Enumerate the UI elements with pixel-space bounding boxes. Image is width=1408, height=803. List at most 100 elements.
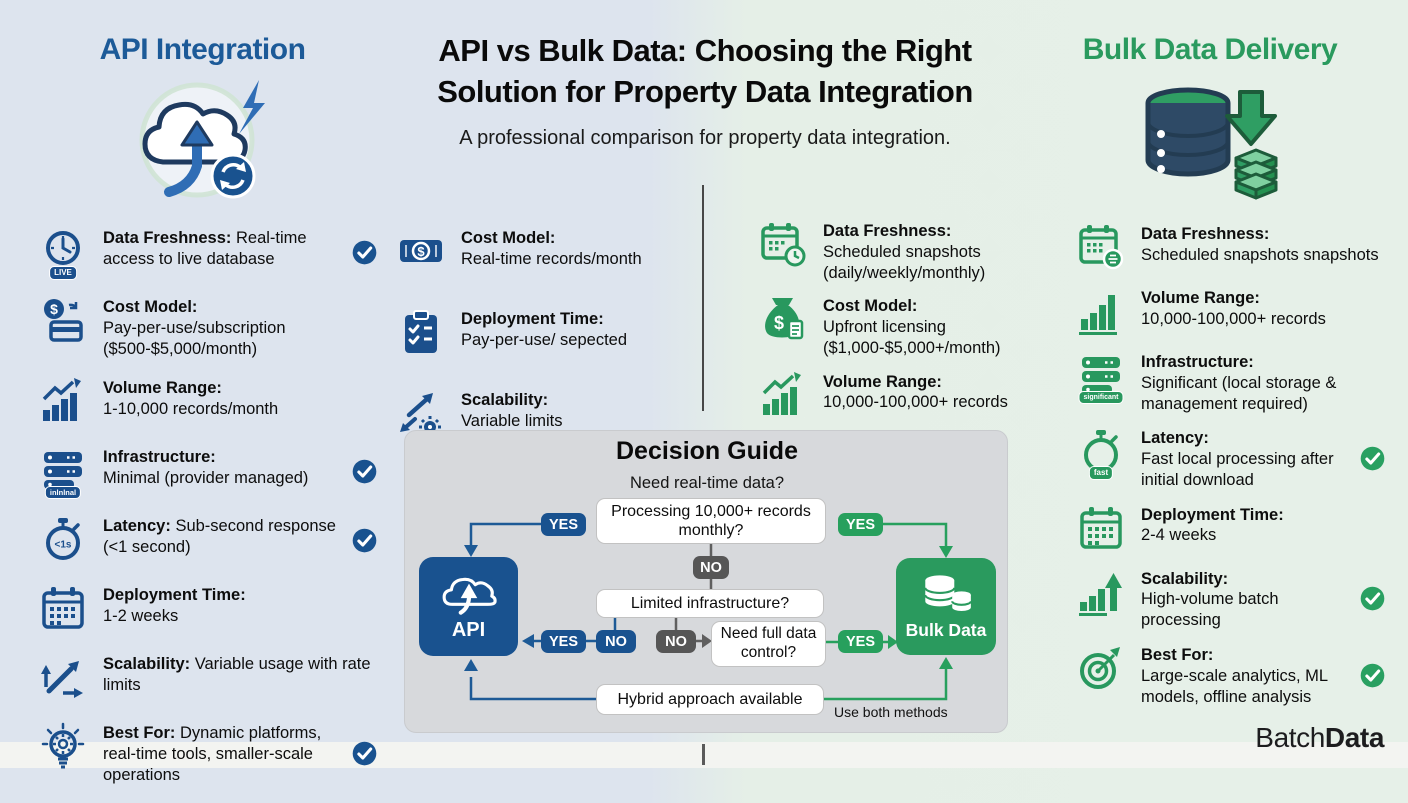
feature-row: Deployment Time: Pay-per-use/ sepected bbox=[394, 307, 694, 359]
feature-row: Cost Model: Upfront licensing ($1,000-$5… bbox=[756, 294, 1056, 358]
bulk-node-label: Bulk Data bbox=[905, 620, 987, 640]
feature-text: Volume Range: 1-10,000 records/month bbox=[103, 379, 279, 419]
sub-second-label: <1s bbox=[54, 539, 72, 550]
bar-chart-icon bbox=[1074, 286, 1128, 338]
minimal-badge: inlnlnal bbox=[44, 485, 82, 500]
feature-text: Infrastructure: Significant (local stora… bbox=[1141, 353, 1337, 413]
feature-text: Data Freshness: Scheduled snapshots (dai… bbox=[823, 222, 986, 282]
yes-label: YES bbox=[838, 513, 883, 536]
chart-up-icon bbox=[36, 376, 90, 428]
feature-text: Deployment Time: Pay-per-use/ sepected bbox=[461, 310, 628, 349]
clipboard-check-icon bbox=[394, 307, 448, 359]
feature-text: Cost Model: Upfront licensing ($1,000-$5… bbox=[823, 297, 1001, 357]
feature-row: Scalability: High-volume batch processin… bbox=[1074, 567, 1386, 631]
brand-logo: BatchData bbox=[1255, 722, 1384, 754]
feature-text: Scalability: Variable usage with rate li… bbox=[103, 655, 371, 695]
feature-row: inlnlnal Infrastructure: Minimal (provid… bbox=[36, 445, 378, 500]
check-icon bbox=[351, 527, 378, 554]
bulk-column-title: Bulk Data Delivery bbox=[1082, 33, 1338, 66]
feature-row: Data Freshness: Scheduled snapshots snap… bbox=[1074, 222, 1386, 274]
decision-guide-panel: Decision Guide Need real-time data? Proc… bbox=[404, 430, 1008, 733]
feature-row: significant Infrastructure: Significant … bbox=[1074, 350, 1386, 414]
feature-text: Data Freshness: Real-time access to live… bbox=[103, 229, 307, 268]
chart-up-icon bbox=[756, 370, 810, 422]
bulk-database-icon bbox=[1136, 78, 1286, 210]
bars-up-arrow-icon bbox=[1074, 567, 1128, 619]
brand-part2: Data bbox=[1324, 722, 1384, 753]
feature-row: Best For: Dynamic platforms, real-time t… bbox=[36, 721, 378, 785]
coin-card-icon bbox=[36, 295, 90, 347]
feature-text: Best For: Dynamic platforms, real-time t… bbox=[103, 724, 322, 784]
use-both-note: Use both methods bbox=[834, 704, 948, 720]
fast-badge: fast bbox=[1088, 466, 1114, 481]
feature-row: Scalability: Variable usage with rate li… bbox=[36, 652, 378, 704]
check-icon bbox=[351, 239, 378, 266]
feature-text: Volume Range: 10,000-100,000+ records bbox=[1141, 289, 1326, 328]
center-divider bbox=[702, 185, 704, 411]
infrastructure-question-box: Limited infrastructure? bbox=[596, 589, 824, 618]
server-icon: inlnlnal bbox=[36, 445, 90, 500]
banknote-icon bbox=[394, 226, 448, 278]
target-icon bbox=[1074, 643, 1128, 695]
bulb-gear-icon bbox=[36, 721, 90, 773]
footer-divider bbox=[702, 744, 705, 765]
yes-label: YES bbox=[838, 630, 883, 653]
stopwatch-icon: <1s bbox=[36, 514, 90, 566]
api-details-list: Cost Model: Real-time records/month Depl… bbox=[394, 226, 694, 469]
check-icon bbox=[351, 458, 378, 485]
calendar-badge-icon bbox=[1074, 222, 1128, 274]
feature-text: Scalability: Variable limits bbox=[461, 391, 563, 430]
stopwatch-icon: fast bbox=[1074, 426, 1128, 481]
no-label: NO bbox=[693, 556, 729, 579]
decision-guide-title: Decision Guide bbox=[616, 437, 798, 465]
check-icon bbox=[1359, 445, 1386, 472]
server-icon: significant bbox=[1074, 350, 1128, 404]
feature-row: Cost Model: Real-time records/month bbox=[394, 226, 694, 278]
api-column-title: API Integration bbox=[99, 33, 306, 66]
feature-text: Best For: Large-scale analytics, ML mode… bbox=[1141, 646, 1328, 706]
feature-row: Volume Range: 1-10,000 records/month bbox=[36, 376, 378, 428]
brand-part1: Batch bbox=[1255, 722, 1325, 753]
feature-text: Deployment Time: 2-4 weeks bbox=[1141, 505, 1284, 545]
no-label: NO bbox=[656, 630, 696, 653]
growth-arrows-icon bbox=[36, 652, 90, 704]
api-feature-list: LIVE Data Freshness: Real-time access to… bbox=[36, 226, 378, 803]
feature-row: Volume Range: 10,000-100,000+ records bbox=[1074, 286, 1386, 338]
processing-question-box: Processing 10,000+ records monthly? bbox=[596, 498, 826, 544]
significant-badge: significant bbox=[1078, 391, 1124, 404]
bulk-details-list: Data Freshness: Scheduled snapshots (dai… bbox=[756, 219, 1056, 433]
yes-label: YES bbox=[541, 513, 586, 536]
check-icon bbox=[351, 740, 378, 767]
control-question-box: Need full data control? bbox=[711, 621, 826, 667]
feature-row: Scalability: Variable limits bbox=[394, 388, 694, 440]
feature-text: Data Freshness: Scheduled snapshots snap… bbox=[1141, 225, 1379, 264]
page-title-line2: Solution for Property Data Integration bbox=[437, 74, 973, 110]
page-subtitle: A professional comparison for property d… bbox=[459, 127, 951, 149]
api-node-cloud-icon bbox=[440, 571, 498, 617]
feature-text: Infrastructure: Minimal (provider manage… bbox=[103, 448, 309, 488]
feature-row: Best For: Large-scale analytics, ML mode… bbox=[1074, 643, 1386, 707]
feature-row: Volume Range: 10,000-100,000+ records bbox=[756, 370, 1056, 422]
decision-guide-question: Need real-time data? bbox=[629, 474, 785, 492]
feature-text: Scalability: High-volume batch processin… bbox=[1141, 569, 1279, 630]
feature-text: Volume Range: 10,000-100,000+ records bbox=[823, 372, 1008, 412]
check-icon bbox=[1359, 662, 1386, 689]
no-label: NO bbox=[596, 630, 636, 653]
calendar-icon bbox=[36, 583, 90, 635]
page-title: API vs Bulk Data: Choosing the Right Sol… bbox=[388, 30, 1022, 112]
bulk-node-db-icon bbox=[917, 572, 975, 618]
feature-text: Cost Model: Real-time records/month bbox=[461, 229, 642, 268]
live-badge: LIVE bbox=[49, 266, 77, 280]
feature-row: Deployment Time: 1-2 weeks bbox=[36, 583, 378, 635]
page-title-line1: API vs Bulk Data: Choosing the Right bbox=[438, 33, 972, 68]
api-flow-node: API bbox=[419, 557, 518, 656]
feature-row: <1s Latency: Sub-second response (<1 sec… bbox=[36, 514, 378, 566]
clock-live-icon: LIVE bbox=[36, 226, 90, 280]
calendar-icon bbox=[1074, 503, 1128, 555]
feature-text: Cost Model: Pay-per-use/subscription ($5… bbox=[103, 298, 286, 358]
api-cloud-icon bbox=[133, 68, 275, 208]
check-icon bbox=[1359, 585, 1386, 612]
bulk-feature-list: Data Freshness: Scheduled snapshots snap… bbox=[1074, 222, 1386, 719]
flow-connectors bbox=[464, 522, 953, 701]
feature-row: Data Freshness: Scheduled snapshots (dai… bbox=[756, 219, 1056, 283]
